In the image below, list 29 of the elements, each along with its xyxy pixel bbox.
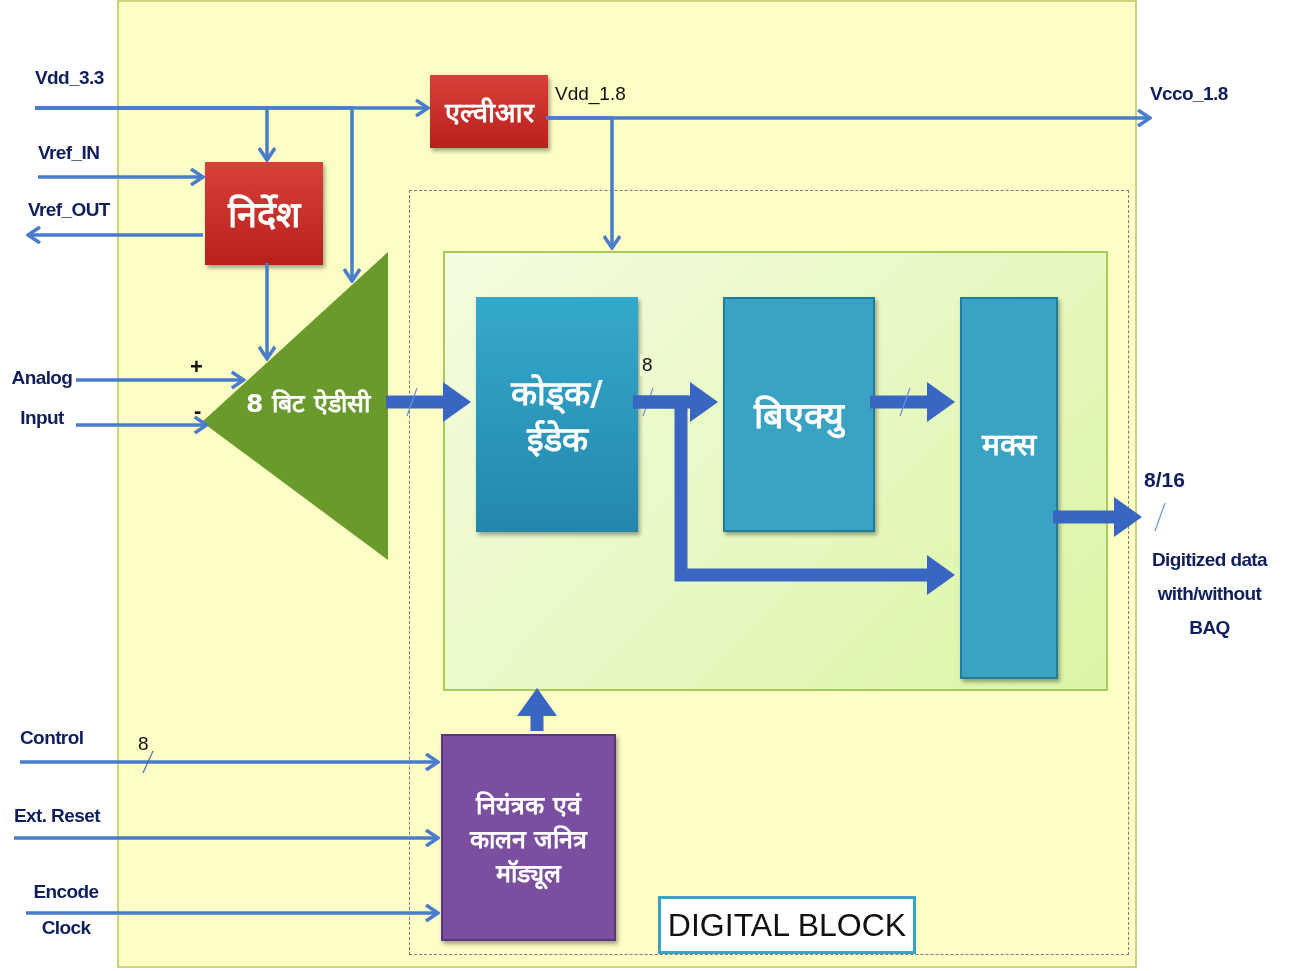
signal-label: Encode Clock bbox=[32, 880, 100, 940]
signal-label: Vcco_1.8 bbox=[1150, 82, 1228, 105]
process-box bbox=[205, 162, 323, 265]
process-box bbox=[430, 75, 548, 148]
signal-label: Vdd_3.3 bbox=[35, 66, 104, 89]
polarity-sign: - bbox=[193, 400, 203, 422]
signal-label: Control bbox=[20, 726, 84, 749]
process-box bbox=[476, 297, 638, 532]
signal-label: Vref_IN bbox=[38, 141, 100, 164]
process-box bbox=[723, 297, 875, 532]
digital-panel bbox=[443, 251, 1108, 691]
block-label: कोड्क/ ईडेक bbox=[509, 371, 604, 461]
polarity-sign: + bbox=[189, 356, 204, 378]
chip-background bbox=[117, 0, 1137, 968]
signal-label: Digitized data with/without BAQ bbox=[1150, 548, 1269, 640]
signal-label: Vref_OUT bbox=[28, 198, 110, 221]
block-label: 8 बिट ऐडीसी bbox=[246, 388, 370, 419]
block-label: एल्वीआर bbox=[443, 96, 536, 130]
signal-label: Ext. Reset bbox=[14, 804, 100, 827]
process-box bbox=[960, 297, 1058, 679]
block-label: निर्देश bbox=[226, 193, 303, 237]
adc-triangle bbox=[202, 252, 388, 560]
block-label: नियंत्रक एवं कालन जनित्र मॉड्यूल bbox=[468, 789, 589, 892]
block-title: DIGITAL BLOCK bbox=[658, 896, 916, 954]
block-label: बिएक्यु bbox=[746, 386, 852, 443]
block-label: मक्स bbox=[980, 425, 1039, 464]
signal-label: Analog Input bbox=[10, 366, 74, 430]
process-box bbox=[441, 734, 616, 941]
dashed-region bbox=[409, 190, 1129, 955]
